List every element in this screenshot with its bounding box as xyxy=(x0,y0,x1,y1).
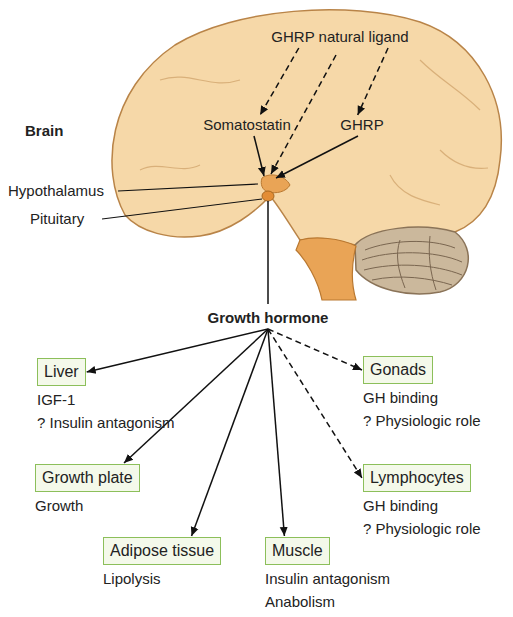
effect-arrow xyxy=(87,329,268,372)
hormone-node: Growth hormone xyxy=(208,309,329,327)
leader-line xyxy=(118,184,258,191)
hormone-label: Somatostatin xyxy=(203,116,291,134)
hormone-node: Somatostatin xyxy=(203,116,291,134)
effect-arrow xyxy=(260,48,299,115)
cerebrum xyxy=(112,10,501,250)
effect-arrow xyxy=(124,329,268,463)
effect-text: ? Physiologic role xyxy=(363,409,481,432)
regulation-arrow xyxy=(276,136,358,178)
hormone-label: GHRP xyxy=(340,116,383,134)
effect-text: Growth xyxy=(35,494,83,517)
pituitary-gland xyxy=(262,191,274,201)
effect-text: Anabolism xyxy=(265,590,335,613)
effect-text: GH binding xyxy=(363,494,438,517)
tissue-box: LymphocytesGH binding? Physiologic role xyxy=(363,464,481,540)
effect-text: Insulin antagonism xyxy=(265,567,390,590)
effect-arrow xyxy=(268,329,284,536)
tissue-name: Adipose tissue xyxy=(103,537,221,565)
effect-arrow xyxy=(268,329,362,370)
secretion-line xyxy=(267,201,269,304)
tissue-name: Muscle xyxy=(265,537,330,565)
regulation-arrow xyxy=(271,55,336,174)
tissue-name: Liver xyxy=(37,358,86,386)
effect-text: Lipolysis xyxy=(103,567,161,590)
tissue-box: Adipose tissueLipolysis xyxy=(103,537,221,590)
hypothalamus-region xyxy=(261,175,290,193)
regulation-arrow xyxy=(254,136,264,176)
effect-arrow xyxy=(358,48,388,115)
effect-text: GH binding xyxy=(363,386,438,409)
tissue-name: Lymphocytes xyxy=(363,464,471,492)
effect-text: ? Physiologic role xyxy=(363,517,481,540)
tissue-name: Gonads xyxy=(363,356,433,384)
leader-line xyxy=(102,199,262,219)
effect-arrow xyxy=(192,329,268,536)
tissue-box: Growth plateGrowth xyxy=(35,464,140,517)
tissue-box: MuscleInsulin antagonismAnabolism xyxy=(265,537,390,613)
hormone-node: GHRP xyxy=(340,116,383,134)
cerebellum xyxy=(355,227,468,294)
brainstem xyxy=(296,238,356,300)
region-label: Pituitary xyxy=(30,210,84,228)
hormone-label: GHRP natural ligand xyxy=(271,28,408,46)
gyri xyxy=(140,60,488,205)
tissue-box: LiverIGF-1? Insulin antagonism xyxy=(37,358,175,434)
effect-arrow xyxy=(268,329,362,478)
organ-label: Brain xyxy=(25,122,63,140)
tissue-box: GonadsGH binding? Physiologic role xyxy=(363,356,481,432)
effect-text: IGF-1 xyxy=(37,388,75,411)
hormone-label: Growth hormone xyxy=(208,309,329,327)
tissue-name: Growth plate xyxy=(35,464,140,492)
hormone-node: GHRP natural ligand xyxy=(271,28,408,46)
effect-text: ? Insulin antagonism xyxy=(37,411,175,434)
region-label: Hypothalamus xyxy=(8,182,104,200)
